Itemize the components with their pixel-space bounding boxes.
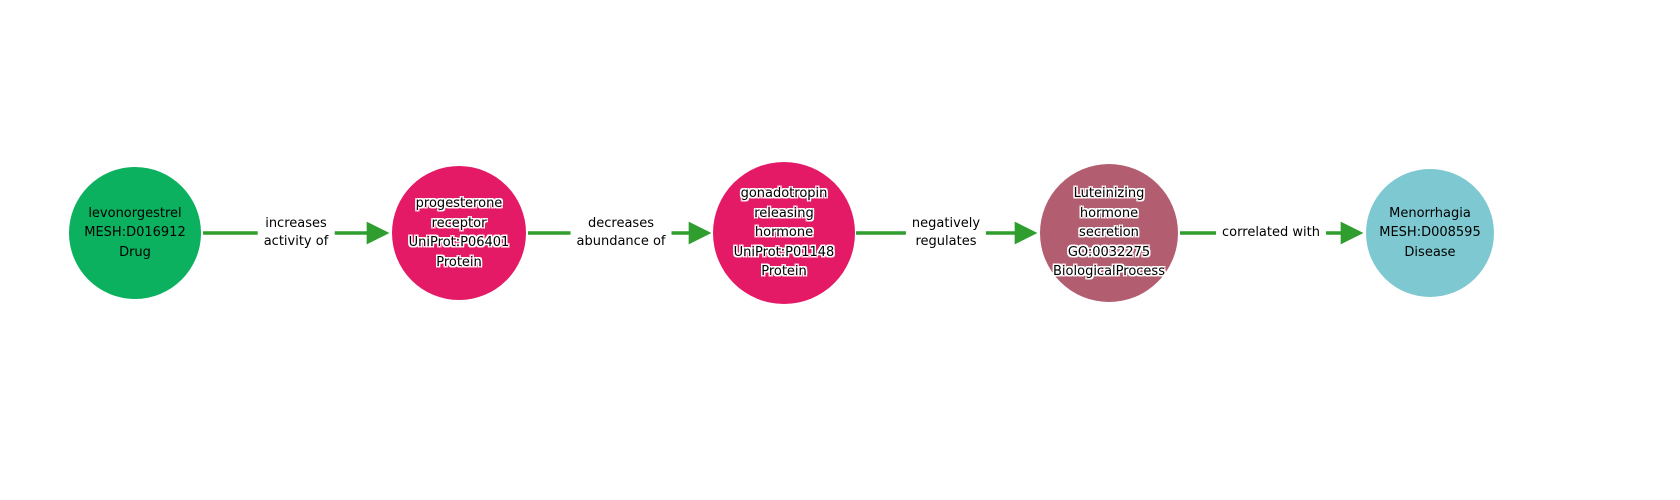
node-label: Menorrhagia MESH:D008595 Disease (1379, 205, 1481, 260)
node-luteinizing-hormone-secretion: Luteinizing hormone secretion GO:0032275… (1040, 164, 1178, 302)
edge-label-decreases-abundance-of: decreases abundance of (570, 212, 672, 254)
edge-label-increases-activity-of: increases activity of (257, 212, 335, 254)
edge-label-correlated-with: correlated with (1216, 221, 1326, 245)
node-levonorgestrel: levonorgestrel MESH:D016912 Drug (69, 167, 201, 299)
node-label: progesterone receptor UniProt:P06401 Pro… (408, 196, 510, 270)
node-progesterone-receptor: progesterone receptor UniProt:P06401 Pro… (392, 166, 526, 300)
node-label: Luteinizing hormone secretion GO:0032275… (1053, 186, 1165, 280)
node-label: gonadotropin releasing hormone UniProt:P… (733, 186, 835, 280)
node-label: levonorgestrel MESH:D016912 Drug (84, 205, 186, 260)
node-menorrhagia: Menorrhagia MESH:D008595 Disease (1366, 169, 1494, 297)
edge-label-negatively-regulates: negatively regulates (905, 212, 987, 254)
node-gonadotropin-releasing-hormone: gonadotropin releasing hormone UniProt:P… (713, 162, 855, 304)
